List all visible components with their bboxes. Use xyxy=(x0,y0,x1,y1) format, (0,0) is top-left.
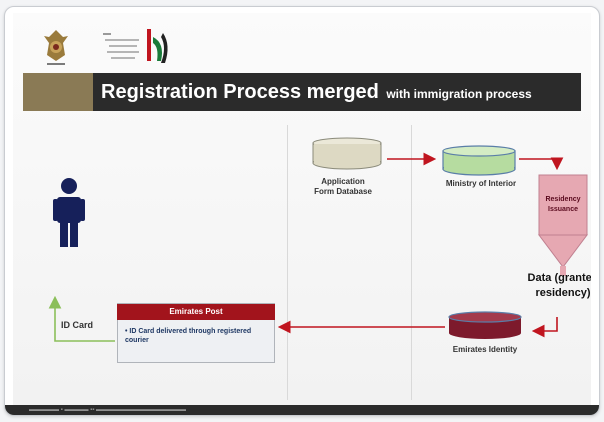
emirates-identity-label: Emirates Identity xyxy=(452,345,518,354)
slide-frame: Registration Process merged with immigra… xyxy=(4,6,600,416)
person-icon xyxy=(53,178,85,247)
residency-funnel-icon xyxy=(538,174,588,276)
emirates-post-bullet-text: ID Card delivered through registered cou… xyxy=(125,328,252,344)
divider-right xyxy=(411,125,412,400)
divider-left xyxy=(287,125,288,400)
residency-issuance-label: Residency Issuance xyxy=(545,196,581,213)
title-subtitle: with immigration process xyxy=(386,87,532,101)
page-title: Registration Process merged with immigra… xyxy=(101,74,532,110)
title-accent xyxy=(23,73,93,111)
id-card-label: ID Card xyxy=(61,320,94,330)
application-database-icon xyxy=(312,137,382,170)
slide: Registration Process merged with immigra… xyxy=(13,13,591,405)
footer-text-decoration: ▬▬▬▬▬ ▪ ▬▬▬▬ ▪▪ ▬▬▬▬▬▬▬▬▬▬▬▬▬▬▬ xyxy=(29,407,187,413)
uae-emblem-icon xyxy=(44,30,68,65)
arrow-data-to-identity xyxy=(531,317,558,338)
title-main: Registration Process merged xyxy=(101,81,379,103)
emirates-post-bullet: • ID Card delivered through registered c… xyxy=(125,328,252,344)
emirates-identity-database-icon xyxy=(448,311,522,339)
arrow-ministry-to-funnel xyxy=(519,157,564,171)
application-database-label: Application Form Database xyxy=(314,177,372,196)
ministry-label: Ministry of Interior xyxy=(445,179,517,188)
flow-arrows xyxy=(48,152,564,342)
arrow-post-to-id-card xyxy=(48,295,115,342)
emirates-post-header: Emirates Post xyxy=(117,304,275,320)
title-bar xyxy=(23,73,581,111)
authority-logo-icon xyxy=(103,29,168,63)
data-granted-residency-label: Data (granted residency) xyxy=(527,272,591,299)
ministry-database-icon xyxy=(442,145,516,176)
slide-footer: ▬▬▬▬▬ ▪ ▬▬▬▬ ▪▪ ▬▬▬▬▬▬▬▬▬▬▬▬▬▬▬ xyxy=(5,405,599,415)
